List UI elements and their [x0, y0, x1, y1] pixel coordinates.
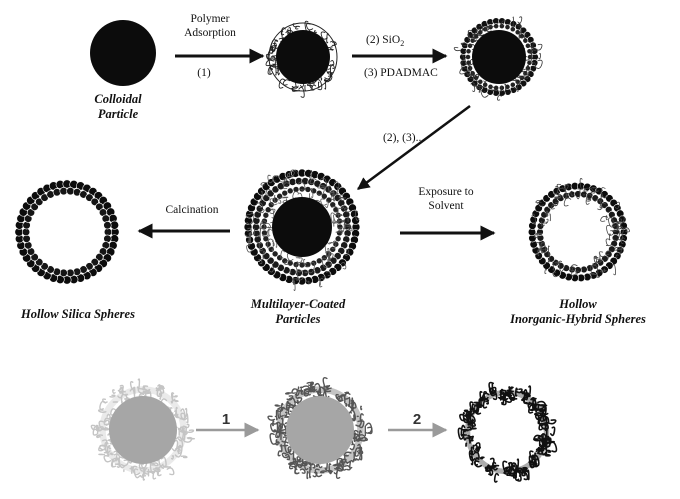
bottom-sphere-hollow	[457, 381, 558, 483]
polymer-coated-particle	[265, 20, 338, 98]
hollow-hybrid-sphere	[527, 178, 630, 282]
caption-colloidal-line1: Colloidal	[94, 92, 142, 106]
silica-coated-particle	[453, 16, 543, 101]
label-repeat: (2), (3)...	[383, 132, 424, 144]
label-sio2: (2) SiO2	[366, 34, 404, 48]
arrow-repeat-steps	[356, 104, 471, 191]
caption-multilayer-line1: Multilayer-Coated	[250, 297, 346, 311]
caption-multilayer-line2: Particles	[275, 312, 320, 326]
label-exposure: Exposure to	[418, 186, 474, 198]
label-bottom-step-1: 1	[222, 411, 230, 428]
bottom-sphere-dark	[267, 377, 373, 480]
label-step-1: (1)	[197, 67, 211, 79]
label-calcination: Calcination	[165, 204, 218, 216]
label-pdadmac: (3) PDADMAC	[364, 67, 438, 79]
bottom-sphere-light	[90, 378, 196, 481]
colloidal-particle	[90, 20, 156, 86]
label-solvent: Solvent	[428, 200, 464, 212]
caption-hybrid-line2: Inorganic-Hybrid Spheres	[509, 312, 646, 326]
caption-hybrid-line1: Hollow	[558, 297, 597, 311]
hollow-silica-sphere	[14, 179, 120, 285]
multilayer-coated-particle	[243, 168, 361, 291]
caption-colloidal-line2: Particle	[98, 107, 139, 121]
caption-hollow-silica: Hollow Silica Spheres	[20, 307, 135, 321]
label-bottom-step-2: 2	[413, 411, 421, 428]
label-adsorption: Adsorption	[184, 27, 236, 39]
label-polymer: Polymer	[191, 13, 230, 25]
